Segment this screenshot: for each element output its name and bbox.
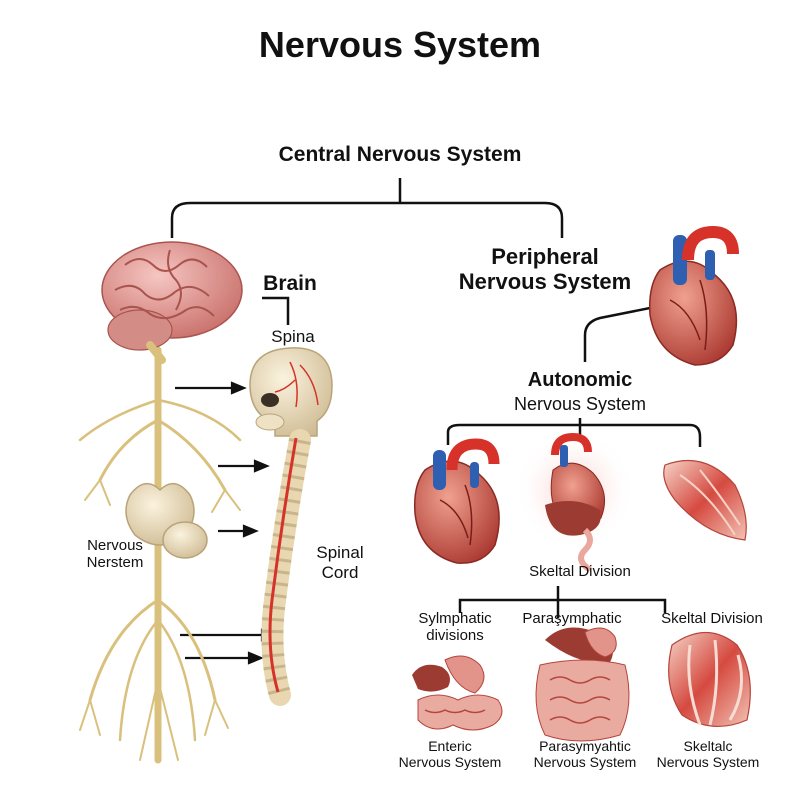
- sym-line1: Sylmphatic: [418, 610, 492, 627]
- pns-line1: Peripheral: [491, 244, 599, 269]
- nervous-line1: Nervous: [87, 537, 143, 554]
- spina-label: Spina: [271, 327, 315, 346]
- enteric-line1: Enteric: [428, 738, 472, 754]
- autonomic-line2: Nervous System: [513, 394, 647, 414]
- page-title: Nervous System: [258, 24, 542, 65]
- parasy-line2: Nervous System: [533, 754, 637, 771]
- skeltal-division-top-label: Skeltal Division: [529, 563, 631, 580]
- nerve-tree-illustration: [78, 346, 242, 764]
- brain-illustration: [101, 241, 243, 364]
- muscle-illustration-bottom: [668, 632, 751, 728]
- spinal-line1: Spinal: [316, 543, 364, 562]
- enteric-line2: Nervous System: [398, 754, 502, 771]
- pns-line2: Nervous System: [458, 269, 632, 295]
- parasympathetic-nervous-system-label: Parasymyahtic Nervous System: [520, 738, 650, 770]
- skull-spine-illustration: [249, 347, 333, 706]
- skeltal-division-label: Skeltal Division: [661, 610, 763, 627]
- heart-illustration-top: [648, 225, 739, 366]
- digestive-illustration-center: [535, 627, 630, 742]
- parasy-line1: Parasymyahtic: [539, 738, 631, 754]
- digestive-illustration-left: [412, 655, 503, 731]
- skeltalc-line1: Skeltalc: [683, 738, 733, 754]
- enteric-nervous-system-label: Enteric Nervous System: [385, 738, 515, 770]
- connector-lines: [170, 178, 702, 618]
- parasympathetic-label: Paraşymphatic: [522, 610, 622, 627]
- nervous-line2: Nerstem: [86, 554, 144, 572]
- skeltalc-line2: Nervous System: [656, 754, 760, 771]
- autonomic-nervous-system-label: Autonomic Nervous System: [480, 369, 680, 415]
- heart-illustration-middle: [413, 438, 500, 564]
- central-nervous-system-label: Central Nervous System: [278, 143, 522, 166]
- organs-illustration-middle: [515, 430, 635, 573]
- autonomic-line1: Autonomic: [527, 369, 633, 391]
- spinal-line2: Cord: [321, 562, 359, 582]
- spinal-cord-label: Spinal Cord: [300, 543, 380, 582]
- pelvis-illustration: [125, 482, 208, 559]
- sym-line2: divisions: [426, 627, 484, 645]
- peripheral-nervous-system-label: Peripheral Nervous System: [425, 244, 665, 295]
- muscle-illustration-middle: [663, 459, 747, 541]
- skeltalc-nervous-system-label: Skeltalc Nervous System: [648, 738, 768, 770]
- nervous-nerstem-label: Nervous Nerstem: [70, 537, 160, 572]
- brain-label: Brain: [263, 272, 317, 295]
- sympathetic-divisions-label: Sylmphatic divisions: [400, 610, 510, 645]
